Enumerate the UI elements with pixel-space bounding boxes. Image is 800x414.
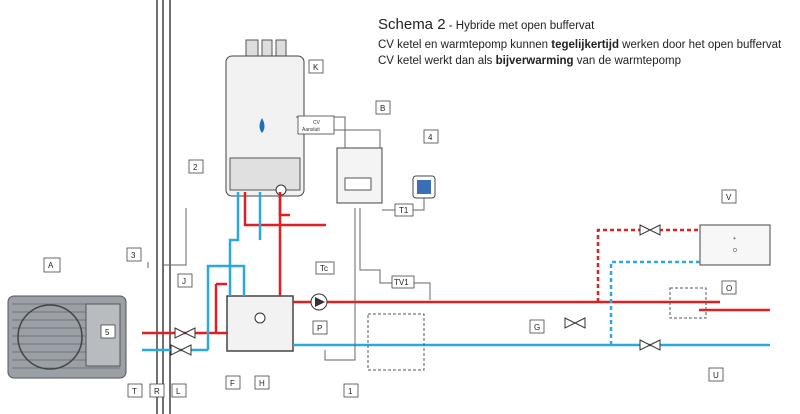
mixing-group-box <box>669 287 707 319</box>
label-boxes <box>43 59 737 398</box>
heat-pump-outdoor-unit <box>7 295 127 379</box>
diagram-title: Schema 2 - Hybride met open buffervat <box>378 16 594 33</box>
label-u: U <box>713 371 719 380</box>
labels: A B K V O G U H F P J T R L 1 2 3 4 5 T1… <box>48 63 732 396</box>
label-v: V <box>726 193 732 202</box>
description-line-2: CV ketel werkt dan als bijverwarming van… <box>378 55 681 67</box>
label-t: T <box>132 387 137 396</box>
label-4: 4 <box>428 133 433 142</box>
label-h: H <box>259 379 265 388</box>
wall <box>156 0 171 414</box>
label-5: 5 <box>105 328 110 337</box>
label-k: K <box>313 63 319 72</box>
label-tv1: TV1 <box>394 278 409 287</box>
buffer-tank <box>226 295 294 352</box>
return-pipes-dashed <box>609 260 700 345</box>
svg-text:O: O <box>733 248 737 254</box>
supply-pipes-dashed <box>596 228 700 302</box>
label-1: 1 <box>348 387 353 396</box>
label-aansluit: Aansluit <box>302 127 320 133</box>
label-f: F <box>230 379 235 388</box>
label-3: 3 <box>131 251 136 260</box>
heat-pump-indoor-unit <box>336 147 383 204</box>
thermostat <box>412 175 436 199</box>
label-2: 2 <box>193 163 198 172</box>
valves <box>170 224 661 356</box>
label-b: B <box>380 104 385 113</box>
label-p: P <box>317 324 322 333</box>
label-t1: T1 <box>399 206 409 215</box>
cv-boiler <box>225 39 305 197</box>
label-j: J <box>182 277 186 286</box>
title-main: Schema 2 <box>378 16 446 33</box>
label-a: A <box>48 261 54 270</box>
description-line-1: CV ketel en warmtepomp kunnen tegelijker… <box>378 39 782 51</box>
label-tc: Tc <box>320 264 328 273</box>
label-cv: CV <box>313 120 321 126</box>
label-r: R <box>154 387 160 396</box>
svg-text:+: + <box>733 236 736 242</box>
label-l: L <box>176 387 181 396</box>
supply-pipes <box>142 192 770 335</box>
connections <box>147 116 431 361</box>
circulation-pump <box>310 293 328 311</box>
title-sub: - Hybride met open buffervat <box>445 20 595 32</box>
return-pipes <box>142 192 770 352</box>
safety-group-box <box>367 313 425 371</box>
label-g: G <box>534 323 540 332</box>
heating-system-v: + O <box>699 224 771 266</box>
label-o: O <box>726 284 732 293</box>
